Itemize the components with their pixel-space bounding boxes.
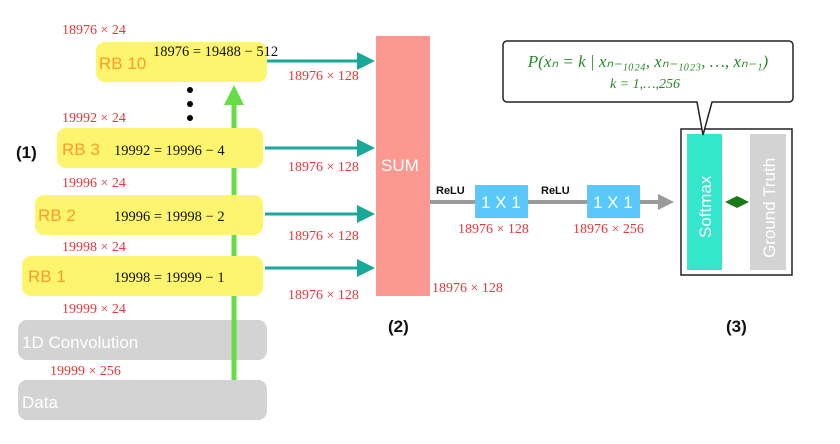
- rb1-label: RB 1: [28, 267, 66, 286]
- rb3-skip-dim: 18976 × 128: [288, 160, 359, 175]
- sum-label: SUM: [381, 156, 419, 175]
- conv1x1-dim-2: 18976 × 256: [573, 222, 644, 237]
- softmax-block: Softmax: [687, 134, 722, 270]
- conv1x1-block-2: 1 X 1: [587, 185, 640, 218]
- rb10-label: RB 10: [99, 54, 146, 73]
- rb3-block: RB 3 19992 = 19996 − 4: [57, 128, 263, 168]
- part1-label: (1): [16, 143, 37, 162]
- rb10-dim: 18976 × 24: [62, 23, 126, 38]
- rb10-equation: 18976 = 19488 − 512: [153, 44, 278, 60]
- rb10-block: RB 10: [96, 42, 267, 82]
- rb2-dim: 19996 × 24: [62, 176, 126, 191]
- sum-dim: 18976 × 128: [432, 281, 503, 296]
- relu1-label: ReLU: [436, 185, 465, 197]
- ellipsis-dots: [187, 87, 193, 121]
- conv1x1-dim-1: 18976 × 128: [458, 222, 529, 237]
- rb1-block: RB 1 19998 = 19999 − 1: [22, 256, 263, 296]
- k-range: k = 1,…,256: [610, 77, 680, 92]
- conv-dim: 19999 × 24: [62, 302, 126, 317]
- rb3-equation: 19992 = 19996 − 4: [114, 143, 225, 159]
- relu2-label: ReLU: [541, 185, 570, 197]
- probability-formula: P(xₙ = k | xₙ₋₁₀₂₄, xₙ₋₁₀₂₃, …, xₙ₋₁): [527, 52, 769, 71]
- rb1-dim: 19998 × 24: [62, 240, 126, 255]
- sum-block: SUM: [376, 36, 430, 296]
- rb1-equation: 19998 = 19999 − 1: [114, 270, 225, 286]
- softmax-label: Softmax: [696, 175, 715, 238]
- part2-label: (2): [388, 317, 409, 336]
- conv1x1-block-1: 1 X 1: [475, 185, 528, 218]
- ground-truth-block: Ground Truth: [750, 134, 786, 270]
- rb3-dim: 19992 × 24: [62, 111, 126, 126]
- probability-callout: P(xₙ = k | xₙ₋₁₀₂₄, xₙ₋₁₀₂₃, …, xₙ₋₁) k …: [502, 40, 794, 136]
- data-label: Data: [22, 393, 58, 412]
- rb2-block: RB 2 19996 = 19998 − 2: [35, 195, 263, 235]
- data-dim: 19999 × 256: [50, 364, 121, 379]
- data-block: Data: [18, 380, 267, 420]
- conv-block: 1D Convolution: [18, 320, 267, 360]
- part3-label: (3): [726, 317, 747, 336]
- rb2-label: RB 2: [38, 206, 76, 225]
- rb2-skip-dim: 18976 × 128: [288, 229, 359, 244]
- conv-label: 1D Convolution: [22, 333, 138, 352]
- rb10-skip-dim: 18976 × 128: [288, 69, 359, 84]
- conv1x1-label-1: 1 X 1: [481, 193, 521, 212]
- rb2-equation: 19996 = 19998 − 2: [114, 209, 225, 225]
- rb1-skip-dim: 18976 × 128: [288, 288, 359, 303]
- output-frame: [680, 128, 793, 276]
- conv1x1-label-2: 1 X 1: [593, 193, 633, 212]
- ground-truth-label: Ground Truth: [760, 158, 779, 258]
- rb3-label: RB 3: [62, 140, 100, 159]
